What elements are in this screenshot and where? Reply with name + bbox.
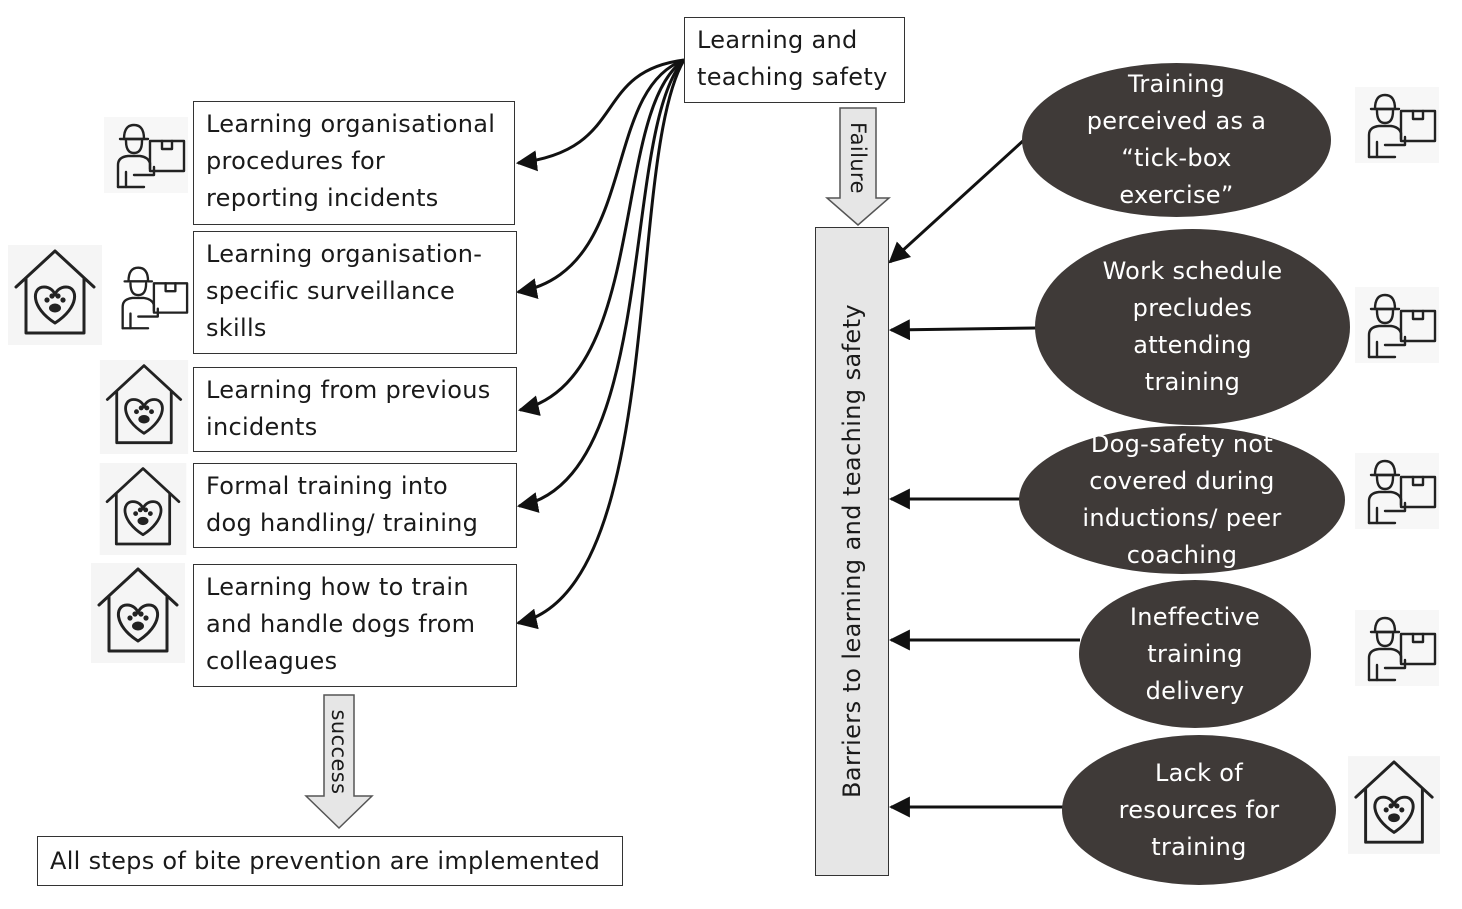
- failure-label: Failure: [846, 122, 870, 194]
- barrier-arrow-1: [888, 138, 1026, 264]
- connector-curve-2: [515, 58, 685, 299]
- delivery-worker-icon: [1355, 610, 1439, 686]
- barrier-ellipse-1: Training perceived as a “tick-box exerci…: [1022, 63, 1331, 217]
- left-box-4: Formal training into dog handling/ train…: [193, 463, 517, 548]
- barriers-bar: [815, 227, 889, 876]
- left-box-1: Learning organisational procedures for r…: [193, 101, 515, 225]
- barrier-ellipse-3: Dog-safety not covered during inductions…: [1019, 426, 1345, 574]
- dog-house-icon: [99, 463, 187, 555]
- barrier-ellipse-4: Ineffective training delivery: [1079, 580, 1311, 728]
- bite-prevention-outcome-box: All steps of bite prevention are impleme…: [37, 836, 623, 886]
- left-box-2: Learning organisation- specific surveill…: [193, 231, 517, 354]
- barrier-arrow-2: [888, 319, 1037, 341]
- success-arrow: [304, 694, 374, 830]
- delivery-worker-icon: [121, 266, 189, 330]
- failure-arrow: [824, 107, 892, 226]
- delivery-worker-icon: [104, 117, 188, 193]
- delivery-worker-icon: [1355, 287, 1439, 363]
- connector-curve-3: [517, 58, 685, 416]
- barrier-ellipse-5: Lack of resources for training: [1062, 735, 1336, 885]
- dog-house-icon: [91, 563, 185, 663]
- success-label: success: [327, 709, 351, 795]
- left-box-5: Learning how to train and handle dogs fr…: [193, 564, 517, 687]
- learning-teaching-safety-box: Learning and teaching safety: [684, 17, 905, 103]
- barrier-ellipse-2: Work schedule precludes attending traini…: [1035, 229, 1350, 425]
- dog-house-icon: [8, 245, 102, 345]
- delivery-worker-icon: [1355, 453, 1439, 529]
- connector-curve-1: [515, 58, 685, 172]
- connector-curve-5: [515, 59, 686, 630]
- dog-house-icon: [1348, 756, 1440, 854]
- dog-house-icon: [99, 360, 189, 454]
- left-box-3: Learning from previous incidents: [193, 367, 517, 452]
- connector-curve-4: [516, 58, 686, 513]
- barriers-bar-label: Barriers to learning and teaching safety: [838, 303, 866, 799]
- delivery-worker-icon: [1355, 87, 1439, 163]
